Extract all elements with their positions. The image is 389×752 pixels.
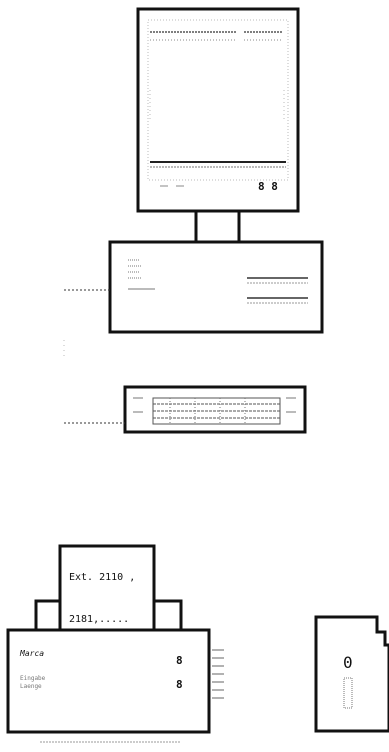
diskette-window (343, 677, 353, 709)
system-unit-body (108, 240, 324, 334)
panel-label-1: Marca (19, 649, 44, 658)
diskette-body (314, 615, 389, 733)
printer-paper (58, 544, 156, 632)
system-unit (108, 240, 324, 334)
printer-body (6, 628, 211, 734)
diskette: 0 (314, 615, 389, 733)
monitor-screen (147, 19, 289, 181)
panel-value-2: 8 (176, 678, 183, 691)
monitor: 8 8 (136, 7, 300, 213)
diskette-label: 0 (343, 653, 353, 672)
panel-label-3: Laenge (20, 683, 42, 690)
printer-paper-support (34, 599, 183, 630)
keyboard-keys (152, 397, 281, 425)
paper-line-1: Ext. 2110 , (69, 572, 135, 583)
paper-line-2: 2181,..... (69, 614, 129, 625)
screen-readout: 8 8 (258, 180, 278, 193)
printer: Ext. 2110 , 2181,..... Marca Eingabe Lae… (6, 544, 224, 743)
monitor-stand (194, 211, 241, 242)
panel-label-2: Eingabe (20, 675, 46, 682)
keyboard (123, 385, 307, 434)
panel-value-1: 8 (176, 654, 183, 667)
